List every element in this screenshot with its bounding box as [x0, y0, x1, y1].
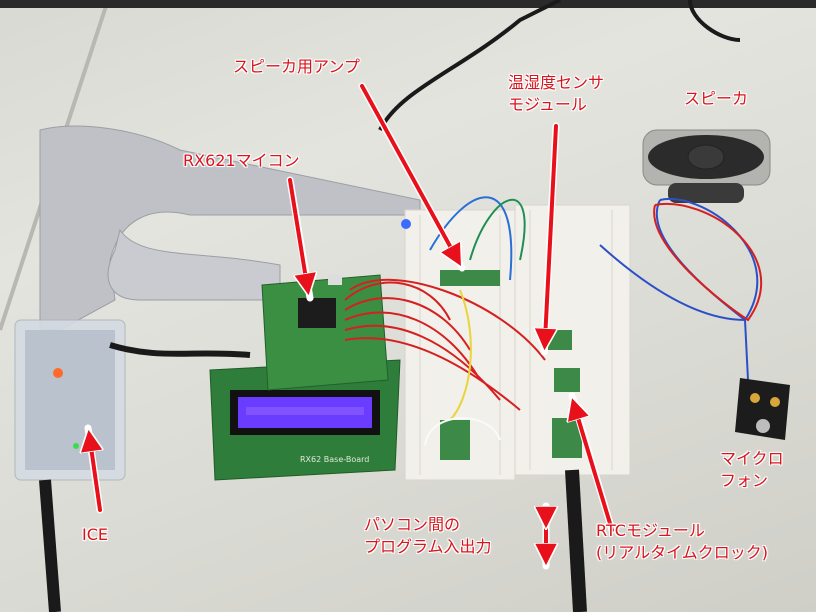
- label-microphone: マイクロ フォン: [720, 449, 784, 490]
- microphone-module: [735, 378, 790, 440]
- label-temp-humidity-sensor: 温湿度センサ モジュール: [508, 73, 605, 114]
- label-rtc-module: RTCモジュール (リアルタイムクロック): [596, 521, 769, 562]
- arrow-rtc: [575, 408, 614, 532]
- label-pc-program-io: パソコン間の プログラム入出力: [364, 515, 492, 556]
- arrow-speaker-amp: [360, 84, 456, 257]
- label-speaker: スピーカ: [684, 89, 749, 108]
- label-speaker-amp: スピーカ用アンプ: [233, 57, 360, 76]
- arrow-rx621: [288, 178, 307, 285]
- ribbon-cable: [39, 125, 421, 331]
- label-rx621-mcu: RX621マイコン: [183, 151, 300, 170]
- board-silkscreen: RX62 Base-Board: [300, 455, 369, 464]
- arrow-temp-humidity: [545, 124, 558, 340]
- label-ice: ICE: [82, 525, 108, 544]
- arrow-ice: [90, 440, 100, 512]
